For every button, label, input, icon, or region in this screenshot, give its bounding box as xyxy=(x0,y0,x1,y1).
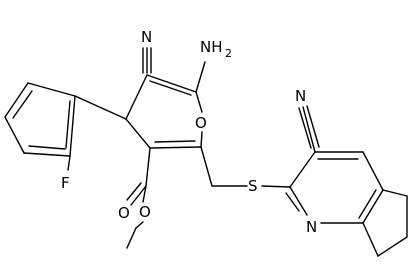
bond-amino xyxy=(195,61,206,93)
thioether-linker xyxy=(200,146,291,188)
fluorophenyl-ring xyxy=(4,82,127,157)
pyran-ring xyxy=(125,74,203,149)
atom-fluorine: F xyxy=(61,174,70,192)
atom-ester-oxygen: O xyxy=(139,203,151,221)
atom-amino-subscript: 2 xyxy=(225,47,232,60)
cyclopentane-ring xyxy=(362,189,408,257)
atom-ring-oxygen: O xyxy=(195,114,207,132)
bond-nitrile-right xyxy=(298,105,320,153)
atom-sulfur: S xyxy=(248,177,258,195)
atom-nitrile-top-n: N xyxy=(141,28,152,46)
atom-pyridine-nitrogen: N xyxy=(306,218,317,236)
ester-group xyxy=(126,147,151,249)
atom-amino-group: NH 2 xyxy=(200,38,232,60)
pyridine-ring xyxy=(285,151,384,224)
atom-nitrile-right-n: N xyxy=(295,87,306,105)
atom-carbonyl-oxygen: O xyxy=(118,204,130,222)
bond-c-f xyxy=(67,155,71,171)
bond-nitrile-top xyxy=(142,47,152,74)
atom-amino-nh: NH xyxy=(200,38,223,56)
